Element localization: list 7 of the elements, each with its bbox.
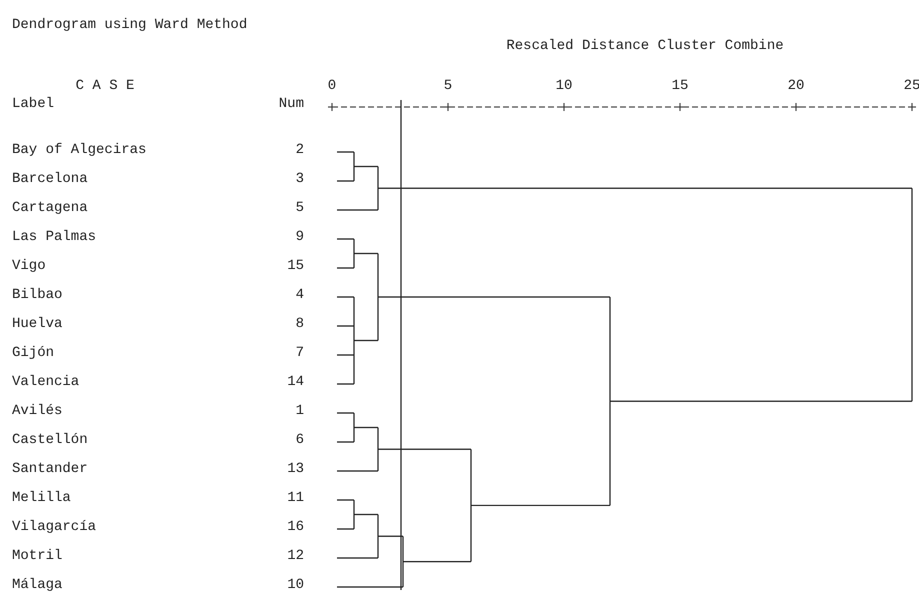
case-label: Vilagarcía xyxy=(12,520,96,534)
case-label: Bay of Algeciras xyxy=(12,143,146,157)
chart-title: Dendrogram using Ward Method xyxy=(12,18,248,32)
case-label: Málaga xyxy=(12,578,62,592)
case-label: Cartagena xyxy=(12,201,88,215)
case-label: Gijón xyxy=(12,346,54,360)
case-label: Vigo xyxy=(12,259,46,273)
